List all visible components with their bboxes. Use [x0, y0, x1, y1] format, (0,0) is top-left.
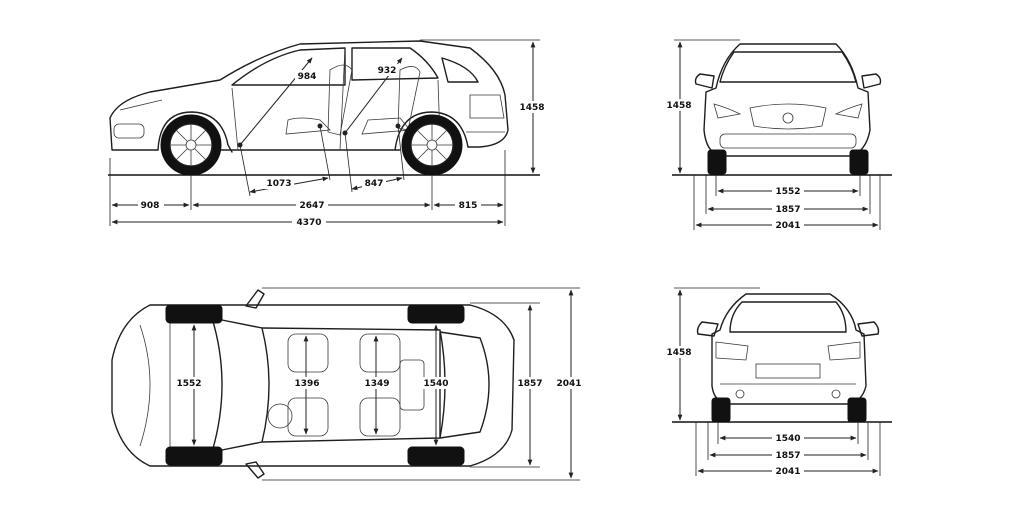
front-width-mirrors-label: 2041	[775, 221, 800, 231]
rear-view: 1458 1540 1857 2041	[664, 287, 892, 477]
top-rear-window	[439, 331, 490, 439]
front-track-label: 1552	[775, 187, 800, 197]
rear-left-tire	[711, 397, 731, 423]
rear-track-label: 1540	[775, 434, 800, 444]
rear-overhang-label: 815	[459, 201, 478, 211]
rear-left-mirror	[696, 321, 719, 337]
front-right-tire	[849, 149, 869, 175]
rear-shoulder-label: 1349	[364, 379, 389, 389]
front-left-mirror	[694, 73, 715, 89]
front-windshield	[719, 51, 857, 83]
side-seats	[285, 64, 421, 136]
top-roof	[261, 327, 446, 443]
top-right-mirror	[245, 461, 265, 479]
top-front-left-tire	[165, 304, 223, 324]
front-headroom-label: 984	[298, 72, 317, 82]
top-view: 1552 1540 1396 1349 1857 2041	[111, 287, 586, 481]
rear-legroom-label: 847	[365, 179, 384, 189]
rear-width-mirrors-label: 2041	[775, 467, 800, 477]
front-shoulder-label: 1396	[294, 379, 319, 389]
top-front-right-tire	[165, 446, 223, 466]
top-left-mirror	[245, 289, 265, 309]
top-rear-right-tire	[407, 446, 465, 466]
top-width-mirrors-label: 2041	[556, 379, 581, 389]
rear-headroom-label: 932	[378, 66, 397, 76]
rear-width-label: 1857	[775, 451, 800, 461]
front-view: 1458 1552 1857 2041	[664, 39, 892, 231]
rear-height-label: 1458	[666, 348, 691, 358]
top-rear-track-label: 1540	[423, 379, 448, 389]
front-legroom-label: 1073	[266, 179, 291, 189]
front-right-mirror	[861, 73, 882, 89]
side-height-label: 1458	[519, 103, 544, 113]
front-overhang-label: 908	[141, 201, 160, 211]
side-wheel-arches	[157, 111, 469, 153]
top-rear-left-tire	[407, 304, 465, 324]
top-seats	[267, 333, 425, 437]
top-width-label: 1857	[517, 379, 542, 389]
wheelbase-label: 2647	[299, 201, 324, 211]
side-rear-wheel	[401, 114, 463, 176]
side-front-wheel	[160, 114, 222, 176]
top-front-track-label: 1552	[176, 379, 201, 389]
front-height-label: 1458	[666, 101, 691, 111]
rear-window	[729, 301, 847, 333]
top-windshield	[211, 317, 270, 453]
side-windows	[231, 47, 479, 86]
overall-length-label: 4370	[296, 218, 321, 228]
front-left-tire	[707, 149, 727, 175]
top-body-outline	[111, 304, 515, 467]
side-view: 1458 908 2647 815 4370 984 932	[108, 39, 546, 228]
front-width-label: 1857	[775, 205, 800, 215]
rear-right-tire	[847, 397, 867, 423]
rear-right-mirror	[857, 321, 880, 337]
